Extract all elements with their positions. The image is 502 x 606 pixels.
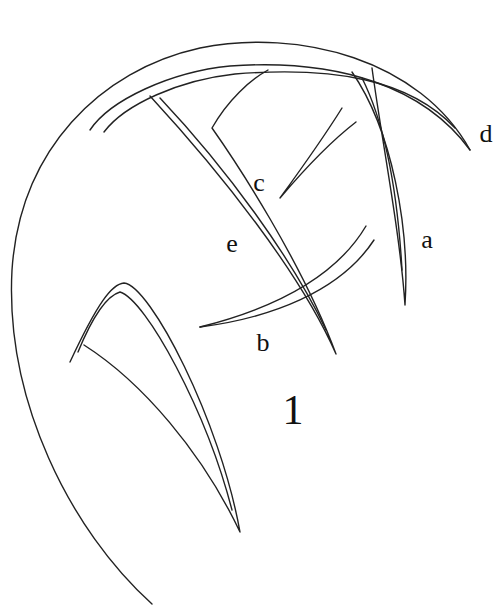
tine-b <box>200 240 374 327</box>
part-label: c <box>253 170 265 196</box>
beam-inner-line <box>104 72 455 132</box>
part-label: e <box>226 231 238 257</box>
tine-a <box>352 68 406 305</box>
part-label: a <box>421 227 433 253</box>
part-label: 1 <box>283 389 304 431</box>
part-label: d <box>480 121 493 147</box>
brow-tine-line <box>78 292 232 510</box>
tine-e <box>150 70 336 354</box>
tine-c <box>280 108 356 198</box>
tine-a-line <box>362 78 402 270</box>
beam-inner-line <box>90 65 470 150</box>
brow-tine <box>70 283 240 532</box>
beam-outline <box>11 42 470 604</box>
part-label: b <box>257 330 270 356</box>
tine-e-line <box>160 98 326 330</box>
